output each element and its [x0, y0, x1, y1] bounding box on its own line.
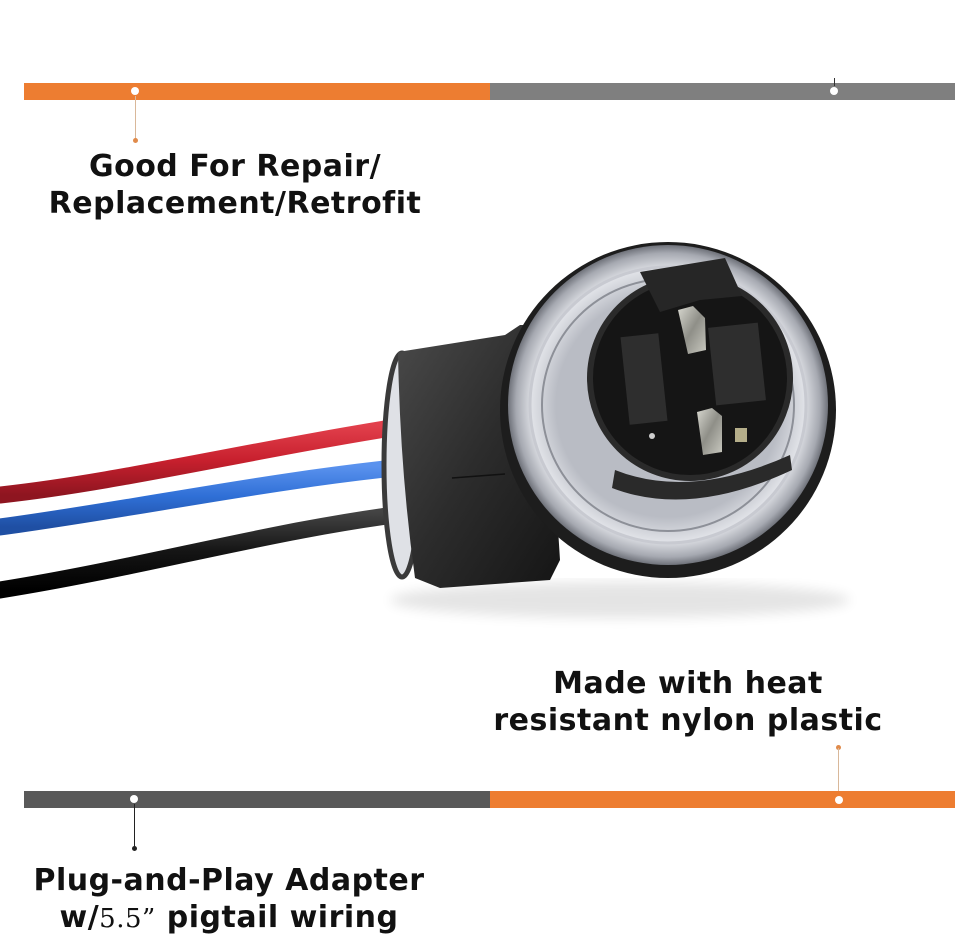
top-bar-marker-left [131, 87, 139, 95]
caption-repair-line1: Good For Repair/ [88, 149, 382, 184]
socket-pin-bottom [697, 408, 722, 455]
caption-plug-and-play: Plug-and-Play Adapter w/5.5” pigtail wir… [24, 862, 434, 938]
socket-pin-top [678, 306, 706, 354]
bottom-bar-marker-left [130, 795, 138, 803]
caption-repair-line2: Replacement/Retrofit [48, 186, 422, 221]
socket-connector-image [0, 242, 850, 618]
socket-top-key [640, 258, 742, 312]
caption-repair-replacement: Good For Repair/ Replacement/Retrofit [30, 148, 440, 222]
caption-plug-suffix: pigtail wiring [155, 900, 399, 935]
black-wire [0, 503, 427, 599]
bottom-right-leader-dot [836, 745, 841, 750]
top-left-leader-line [135, 96, 136, 139]
socket-bottom-lip [612, 455, 792, 500]
caption-heat-line2: resistant nylon plastic [493, 703, 883, 738]
caption-plug-line1: Plug-and-Play Adapter [33, 863, 425, 898]
bottom-feature-bar [24, 791, 955, 808]
bottom-bar-orange-segment [490, 791, 955, 808]
top-bar-gray-segment [490, 83, 955, 100]
caption-plug-line2: w/5.5” pigtail wiring [24, 899, 434, 938]
caption-plug-length: 5.5” [99, 904, 156, 934]
socket-pin-small [735, 428, 747, 442]
bottom-bar-gray-segment [24, 791, 490, 808]
drop-shadow [390, 582, 850, 618]
top-right-tick [834, 78, 835, 86]
socket-left-block [620, 333, 668, 425]
caption-plug-prefix: w/ [59, 900, 100, 935]
top-left-leader-dot [133, 138, 138, 143]
bottom-left-leader-line [134, 804, 135, 848]
bottom-bar-marker-right [835, 796, 843, 804]
top-bar-orange-segment [24, 83, 490, 100]
blue-wire [0, 457, 423, 536]
red-wire [0, 416, 419, 504]
socket-right-block [708, 322, 766, 406]
caption-heat-line1: Made with heat [553, 666, 823, 701]
top-feature-bar [24, 83, 955, 100]
bottom-left-leader-dot [132, 846, 137, 851]
bottom-right-leader-line [838, 748, 839, 794]
top-bar-marker-right [830, 87, 838, 95]
caption-heat-resistant: Made with heat resistant nylon plastic [480, 665, 896, 739]
